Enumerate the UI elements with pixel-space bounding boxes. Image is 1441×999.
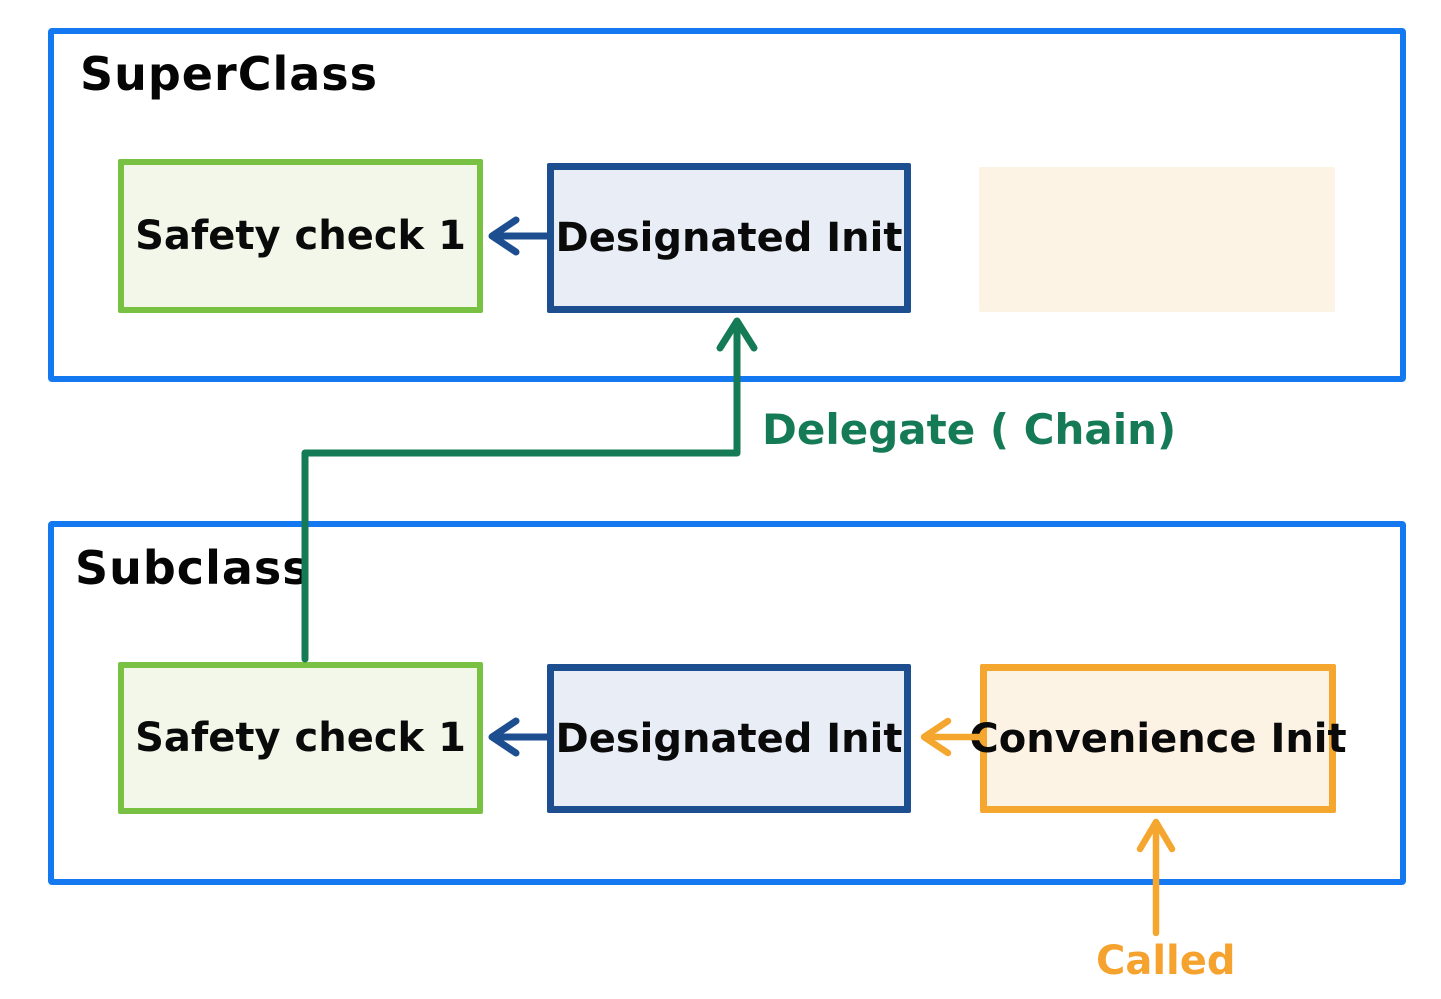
delegate-chain-annotation: Delegate ( Chain) [762,405,1177,454]
superclass-empty-placeholder-box [979,167,1335,312]
subclass-designated-init-label: Designated Init [555,715,903,762]
superclass-designated-init-box: Designated Init [547,163,911,313]
superclass-safety-check-box: Safety check 1 [118,159,483,313]
superclass-container: SuperClass Safety check 1 Designated Ini… [48,28,1406,382]
subclass-container: Subclass Safety check 1 Designated Init … [48,521,1406,885]
subclass-title: Subclass [75,541,311,595]
superclass-safety-check-label: Safety check 1 [135,213,466,259]
subclass-safety-check-box: Safety check 1 [118,662,483,814]
subclass-safety-check-label: Safety check 1 [135,715,466,761]
superclass-designated-init-label: Designated Init [555,215,903,261]
subclass-designated-init-box: Designated Init [547,664,911,813]
called-annotation: Called [1096,938,1236,984]
subclass-convenience-init-box: Convenience Init [969,664,1347,813]
subclass-convenience-init-label: Convenience Init [969,715,1347,762]
superclass-title: SuperClass [80,47,379,101]
